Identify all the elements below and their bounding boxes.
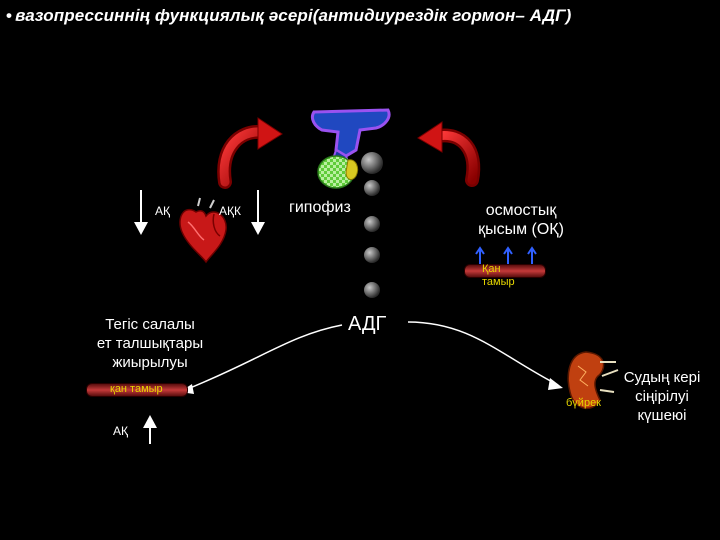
- arrow-to-kidney-icon: [407, 321, 563, 390]
- label-ak-bottom: АҚ: [113, 424, 128, 438]
- slide-title: •вазопрессиннің функциялық әсері(антидиу…: [6, 6, 718, 26]
- bullet-icon: •: [6, 6, 13, 25]
- heart-icon: [179, 197, 227, 264]
- curved-arrow-right-icon: [417, 121, 481, 187]
- arrow-down-left-icon: [134, 190, 148, 235]
- blood-vessel-left-label: қан тамыр: [110, 383, 163, 395]
- blood-vessel-left: [86, 383, 188, 397]
- blood-vessel-right-label: Қан тамыр: [482, 263, 515, 288]
- label-akk: АҚК: [219, 204, 241, 218]
- droplet-icon: [364, 282, 380, 298]
- label-water-reabsorption: Судың кері сіңірілуі күшеюі: [623, 369, 701, 424]
- pituitary-gland-icon: [310, 108, 391, 189]
- kidney-icon: [567, 351, 619, 410]
- droplet-icon: [364, 180, 380, 196]
- label-osmotic-pressure: осмостық қысым (ОҚ): [478, 202, 564, 238]
- blue-arrows-icon: [475, 246, 537, 264]
- droplet-icon: [364, 247, 380, 263]
- arrow-down-right-icon: [251, 190, 265, 235]
- label-hypophysis: гипофиз: [289, 199, 351, 216]
- droplet-icon: [364, 216, 380, 232]
- label-ak-left: АҚ: [155, 204, 170, 218]
- blood-vessel-right: [464, 264, 546, 278]
- label-smooth-muscle: Тегіс салалы ет талшықтары жиырылуы: [96, 316, 204, 371]
- label-kidney: бүйрек: [566, 397, 601, 409]
- curved-arrow-left-icon: [217, 117, 283, 189]
- title-text: вазопрессиннің функциялық әсері(антидиур…: [15, 6, 572, 25]
- arrow-up-bottom-icon: [143, 415, 157, 444]
- adh-droplets: [364, 180, 380, 298]
- label-adg: АДГ: [348, 313, 387, 335]
